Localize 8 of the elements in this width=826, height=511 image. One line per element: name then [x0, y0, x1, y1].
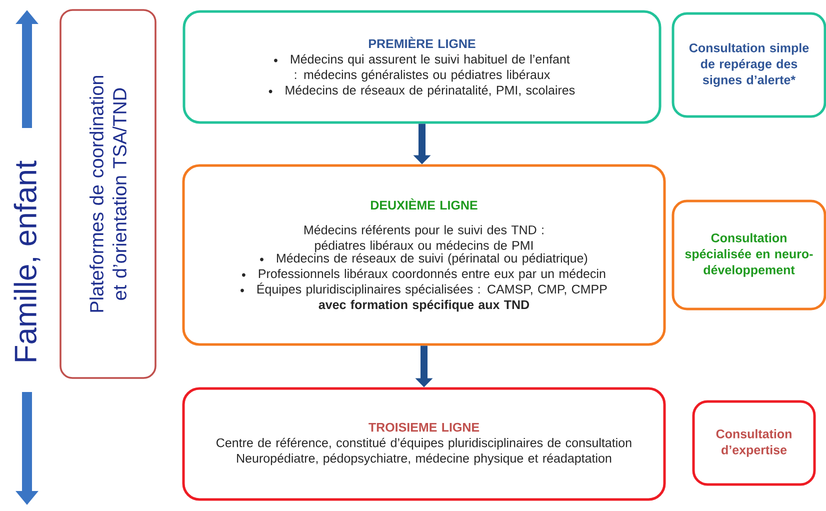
platform-box: Plateformes de coordination et d’orientation TSA/TND — [60, 9, 156, 379]
tier-box: TROISIEME LIGNE Centre de référence, constitué d’équipes pluridisciplinaires de consultation Neuropédiatre, pédopsychiatre, médecine physique et réadaptation — [182, 387, 666, 501]
side-label: Famille, enfant — [10, 157, 44, 367]
consultation-box: Consultation simple de repérage des signes d’alerte* — [672, 12, 826, 118]
tier-box: PREMIÈRE LIGNE Médecins qui assurent le suivi habituel de l’enfant : médecins généralistes ou pédiatres libéraux Médecins de réseaux de périnatalité, PMI, scolaires — [182, 10, 662, 124]
consultation-box: Consultation d’expertise — [692, 400, 816, 486]
tier-box: DEUXIÈME LIGNE Médecins référents pour le suivi des TND : pédiatres libéraux ou médecins de PMI Médecins de réseaux de suivi (périnatal ou pédiatrique) Professionnels libéraux coordonnés entre eux par un médecin Équipes pluridisciplinaires spécialisées : CAMSP, CMP, CMPP avec formation spécifique aux TND — [182, 164, 666, 346]
consultation-box: Consultation spécialisée en neuro-développement — [672, 200, 826, 310]
